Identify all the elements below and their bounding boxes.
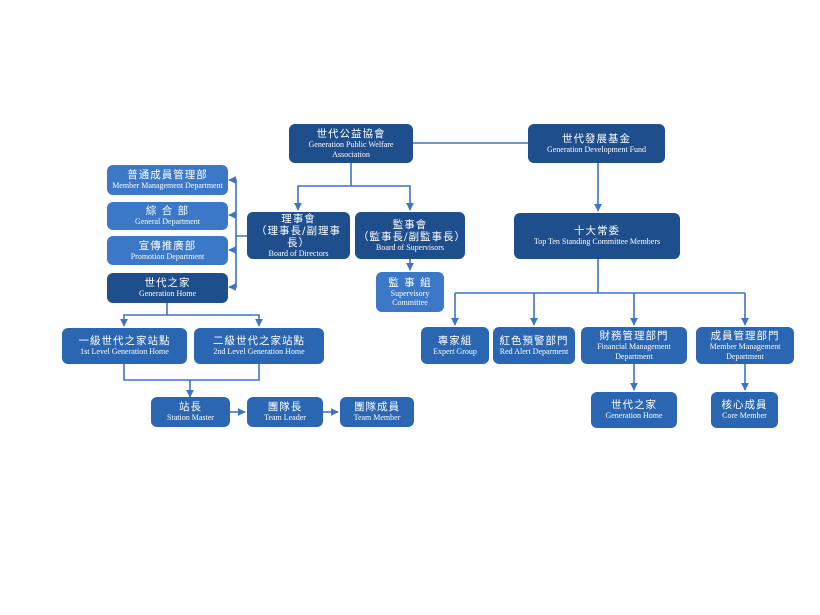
node-en-label: Association bbox=[332, 149, 370, 159]
node-supervisory-committee: 監 事 組 Supervisory Committee bbox=[376, 272, 444, 312]
node-en-label: Team Leader bbox=[264, 413, 306, 423]
node-expert-group: 專家組 Expert Group bbox=[421, 327, 489, 364]
link-directors-generation-home bbox=[228, 236, 237, 291]
node-en-label: Department bbox=[615, 351, 653, 361]
node-zh-label: 宣傳推廣部 bbox=[138, 239, 197, 252]
node-member-management-right: 成員管理部門 Member Management Department bbox=[696, 327, 794, 364]
node-en-label: Expert Group bbox=[433, 346, 477, 356]
node-zh-label: 普通成員管理部 bbox=[127, 169, 208, 182]
node-development-fund: 世代發展基金 Generation Development Fund bbox=[528, 124, 665, 163]
node-financial-management: 財務管理部門 Financial Management Department bbox=[581, 327, 687, 364]
node-zh-label: 核心成員 bbox=[721, 399, 768, 412]
node-team-leader: 團隊長 Team Leader bbox=[247, 397, 323, 427]
node-zh-label: 專家組 bbox=[437, 334, 473, 347]
node-zh-label: 二級世代之家站點 bbox=[213, 335, 305, 348]
node-general-department: 綜 合 部 General Department bbox=[107, 202, 228, 230]
node-en-label: Promotion Department bbox=[130, 251, 205, 261]
node-en-label: Core Member bbox=[722, 411, 767, 421]
node-en-label: Board of Supervisors bbox=[376, 242, 444, 252]
node-zh-label: 團隊成員 bbox=[354, 401, 400, 414]
node-zh-label: 財務管理部門 bbox=[599, 330, 669, 343]
node-zh-label: 成員管理部門 bbox=[710, 330, 780, 343]
node-zh-label: 綜 合 部 bbox=[145, 205, 190, 218]
node-en-label: Generation Development Fund bbox=[546, 144, 647, 154]
node-red-alert-department: 紅色預警部門 Red Alert Deparment bbox=[493, 327, 575, 364]
node-zh-label: 站長 bbox=[179, 401, 202, 414]
node-en-label: Member Management bbox=[709, 342, 781, 352]
node-team-member: 團隊成員 Team Member bbox=[340, 397, 414, 427]
node-en-label: Station Master bbox=[167, 413, 214, 423]
node-core-member: 核心成員 Core Member bbox=[711, 392, 778, 428]
node-zh-label: 團隊長 bbox=[267, 401, 303, 414]
node-generation-home-left: 世代之家 Generation Home bbox=[107, 273, 228, 303]
node-en-label: Generation Public Welfare bbox=[308, 140, 394, 150]
node-first-level-home: 一級世代之家站點 1st Level Generation Home bbox=[62, 328, 187, 364]
node-top-ten-committee: 十大常委 Top Ten Standing Committee Members bbox=[514, 213, 680, 259]
node-zh-label: 十大常委 bbox=[574, 225, 620, 238]
node-second-level-home: 二級世代之家站點 2nd Level Generation Home bbox=[194, 328, 324, 364]
node-en-label: Financial Management bbox=[597, 342, 671, 352]
link-directors-member-dept bbox=[228, 176, 247, 237]
node-zh-label: 監事會 bbox=[392, 218, 428, 231]
node-en-label: Board of Directors bbox=[268, 249, 329, 258]
node-zh-label: 理事會 bbox=[281, 212, 316, 225]
node-en-label: Red Alert Deparment bbox=[499, 346, 569, 356]
node-board-of-directors: 理事會 （理事長/副理事長） Board of Directors bbox=[247, 212, 350, 259]
node-zh-label: 一級世代之家站點 bbox=[78, 335, 171, 348]
node-promotion-department: 宣傳推廣部 Promotion Department bbox=[107, 236, 228, 265]
node-board-of-supervisors: 監事會 （監事長/副監事長） Board of Supervisors bbox=[355, 212, 465, 259]
node-en-label: Committee bbox=[392, 298, 428, 308]
node-zh-label: 世代發展基金 bbox=[562, 132, 631, 145]
node-station-master: 站長 Station Master bbox=[151, 397, 230, 427]
node-en-label: 2nd Level Generation Home bbox=[213, 347, 305, 357]
link-home-first-level bbox=[120, 303, 168, 327]
node-en-label: Supervisory bbox=[390, 288, 430, 298]
node-public-welfare-association: 世代公益協會 Generation Public Welfare Associa… bbox=[289, 124, 413, 163]
node-zh-label: 世代之家 bbox=[144, 277, 191, 290]
node-en-label: General Department bbox=[134, 217, 201, 227]
link-levels-merge bbox=[123, 364, 260, 381]
node-en-label: Team Member bbox=[353, 413, 401, 423]
node-zh-label: 世代公益協會 bbox=[316, 128, 386, 141]
node-zh-sublabel: （理事長/副理事長） bbox=[255, 224, 342, 249]
node-zh-label: 監 事 組 bbox=[388, 276, 432, 289]
node-en-label: 1st Level Generation Home bbox=[80, 347, 169, 357]
node-zh-sublabel: （監事長/副監事長） bbox=[358, 230, 467, 243]
link-home-second-level bbox=[167, 314, 263, 327]
node-en-label: Generation Home bbox=[138, 289, 197, 299]
link-association-directors bbox=[294, 163, 352, 211]
node-zh-label: 世代之家 bbox=[611, 399, 657, 412]
node-en-label: Member Management Department bbox=[112, 181, 223, 191]
node-en-label: Department bbox=[726, 351, 764, 361]
node-en-label: Top Ten Standing Committee Members bbox=[533, 237, 661, 247]
node-generation-home-right: 世代之家 Generation Home bbox=[591, 392, 677, 428]
node-en-label: Generation Home bbox=[605, 411, 663, 421]
node-zh-label: 紅色預警部門 bbox=[499, 334, 569, 347]
node-member-management-department: 普通成員管理部 Member Management Department bbox=[107, 165, 228, 195]
link-association-supervisors bbox=[351, 185, 414, 211]
